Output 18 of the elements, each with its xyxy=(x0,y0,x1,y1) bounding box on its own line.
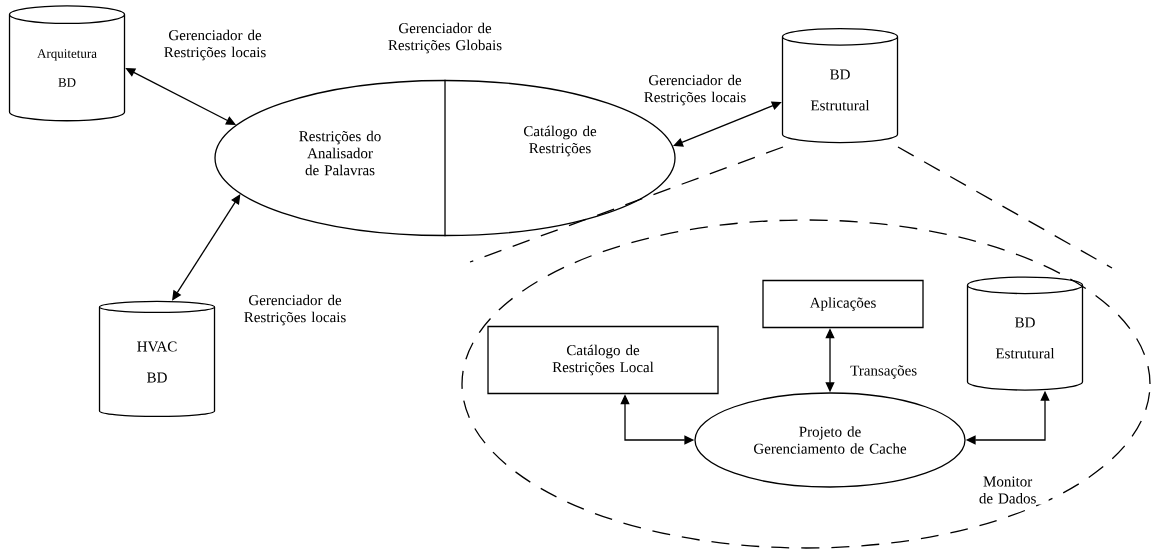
arrow xyxy=(172,194,241,301)
edge-label: Gerenciador de Restrições locais xyxy=(241,293,349,327)
database-cylinder: Arquitetura BD xyxy=(8,5,126,122)
heading: Gerenciador de Restrições Globais xyxy=(388,22,502,54)
arrow xyxy=(125,68,236,125)
process-box: Aplicações xyxy=(762,279,924,329)
arrow xyxy=(673,101,782,147)
edge-label: Monitor de Dados xyxy=(966,475,1049,505)
dashed-ellipse xyxy=(461,219,1151,549)
edge-label: Transações xyxy=(842,364,925,380)
database-cylinder: HVAC BD xyxy=(98,300,216,418)
edge-label: Gerenciador de Restrições locais xyxy=(161,28,269,62)
edge-label: Gerenciador de Restrições locais xyxy=(641,73,749,107)
database-cylinder: BD Estrutural xyxy=(966,276,1084,391)
process-box: Catálogo de Restrições Local xyxy=(487,325,719,395)
node-label: Catálogo de Restrições xyxy=(523,125,597,157)
database-cylinder: BD Estrutural xyxy=(781,27,899,144)
node-label: Restrições do Analisador de Palavras xyxy=(299,130,381,176)
